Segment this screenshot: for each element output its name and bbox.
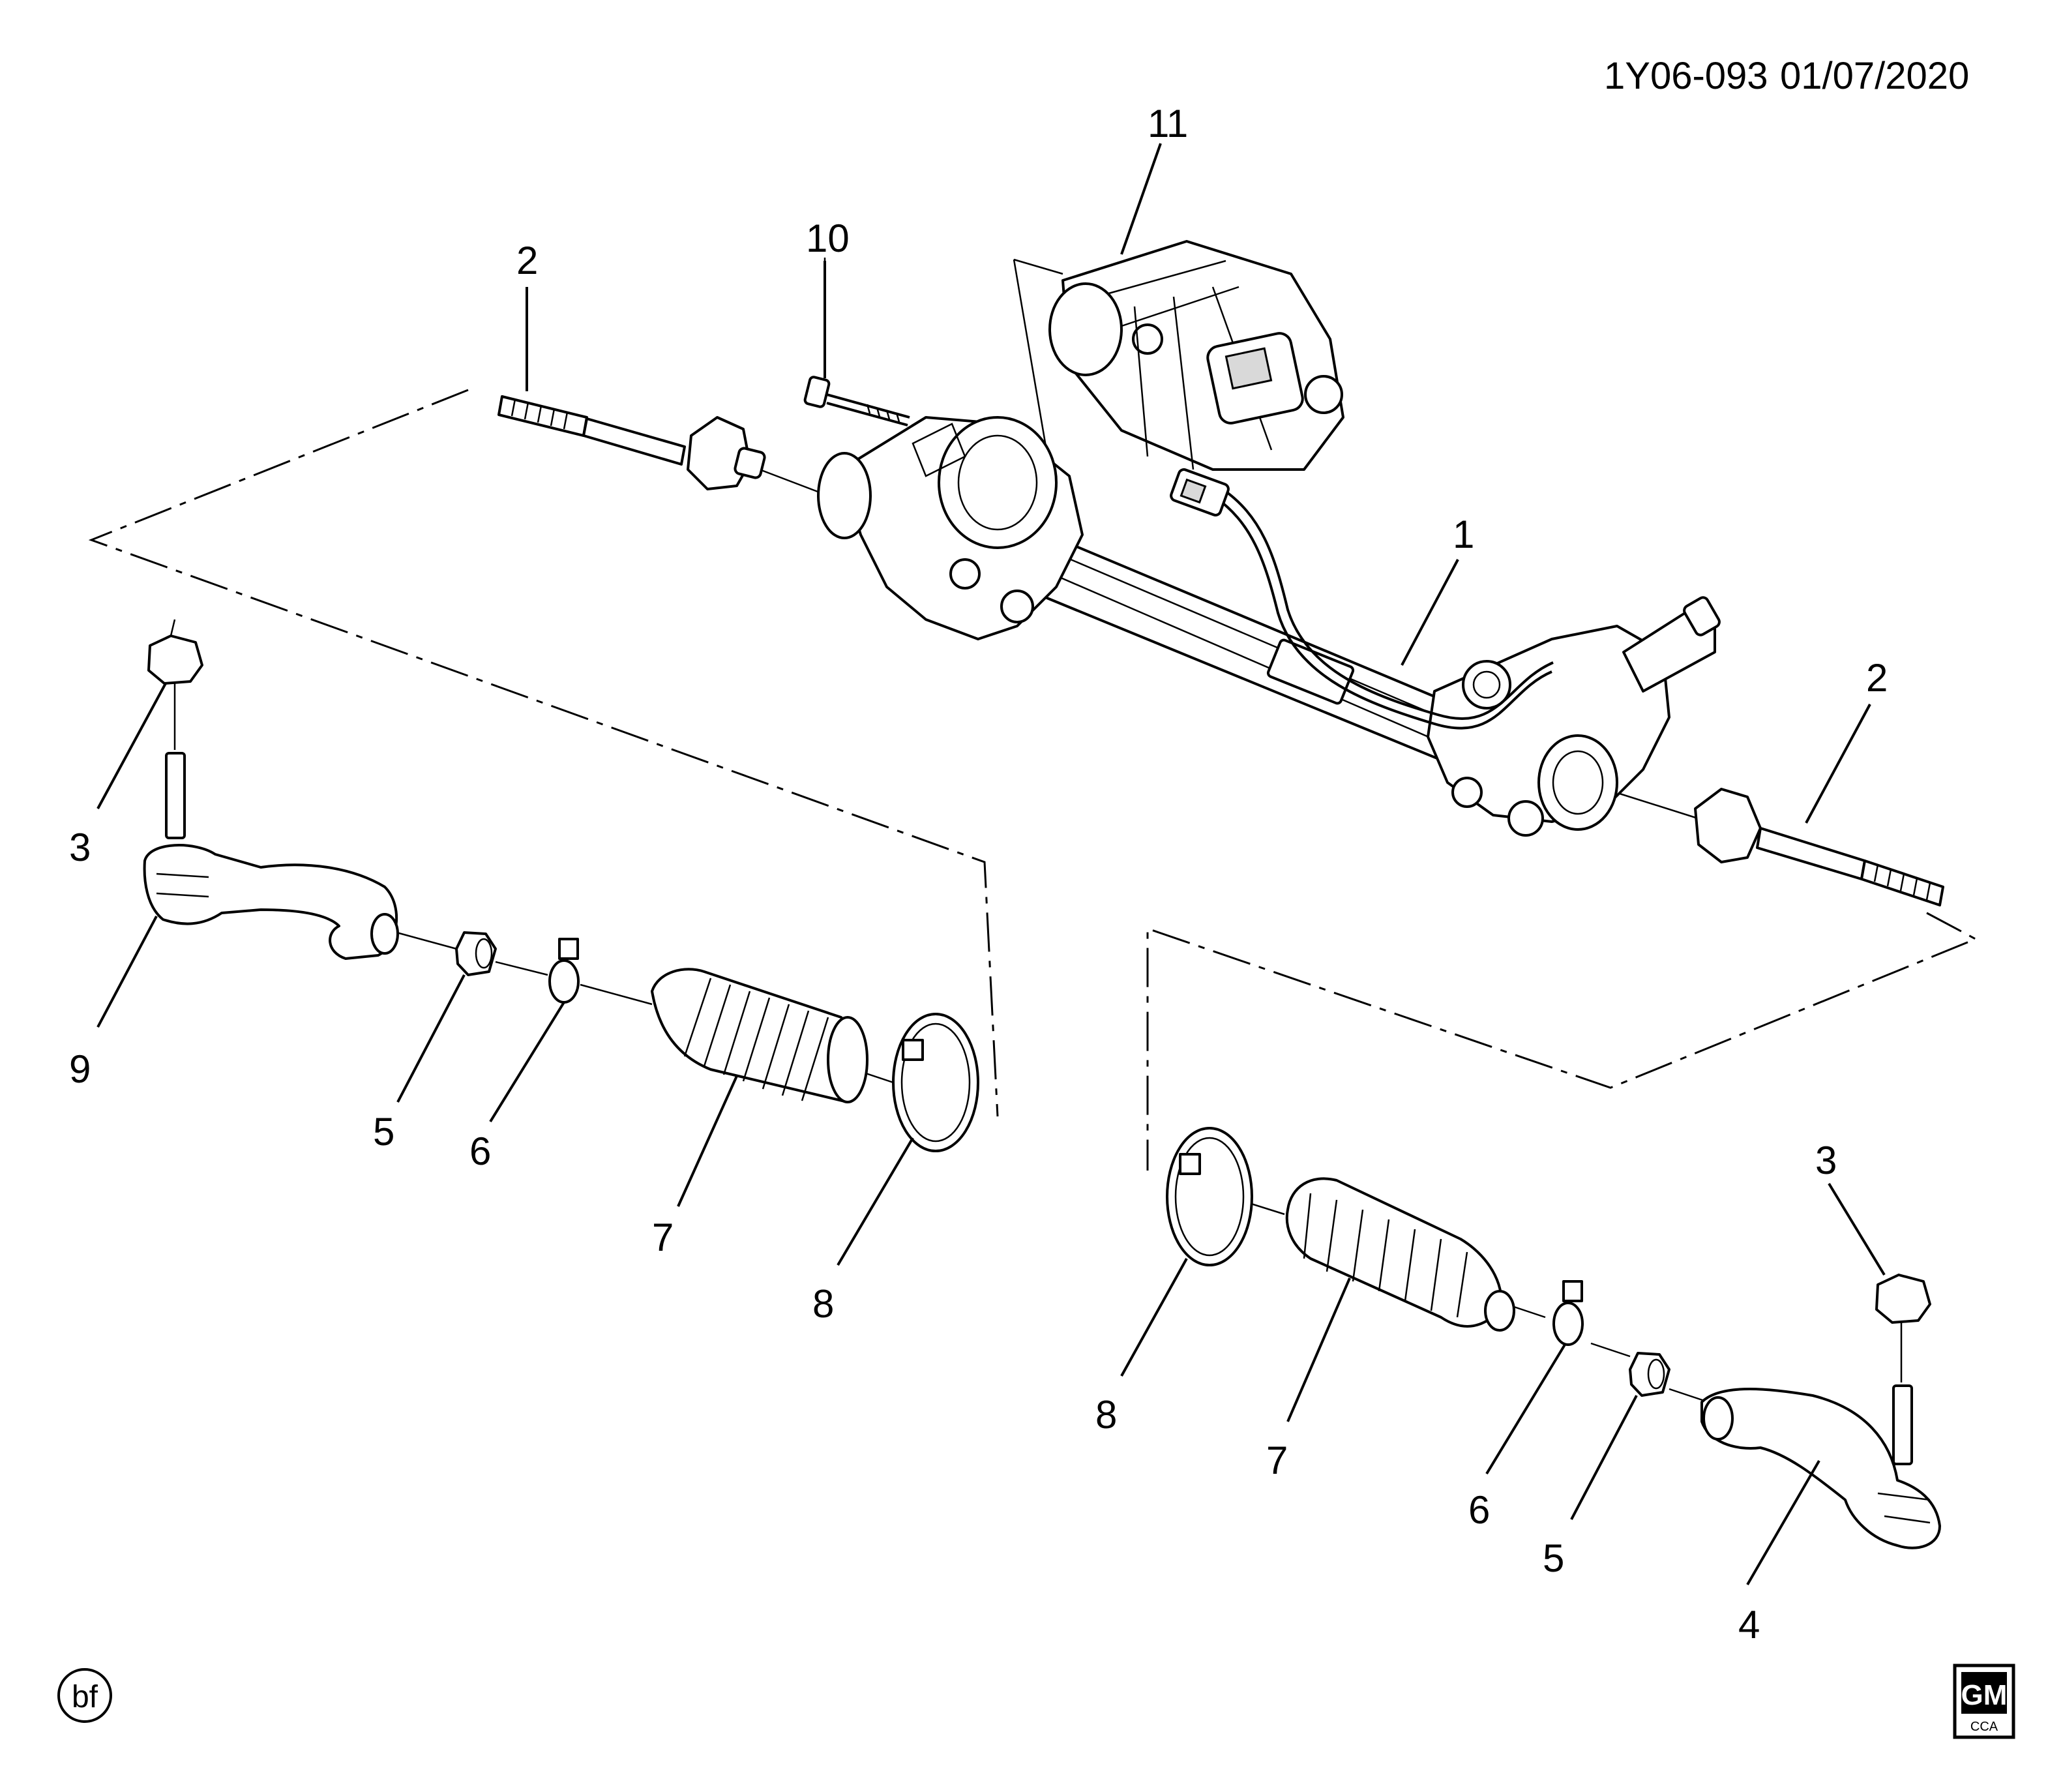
callout-8-right: 8	[1095, 1393, 1117, 1437]
boot-clamp-small-left	[548, 938, 580, 1004]
callout-2-left: 2	[516, 239, 538, 282]
jam-nut-right	[1629, 1352, 1670, 1397]
diagram-date: 01/07/2020	[1780, 55, 1969, 97]
mounting-bolt	[803, 376, 910, 426]
left-assembly-outline	[88, 389, 999, 1117]
steering-gear-boot-right	[1285, 1177, 1515, 1332]
artist-initials-badge: bf	[57, 1668, 112, 1723]
assembly-axis-lines	[173, 258, 1903, 1403]
callout-4: 4	[1738, 1603, 1760, 1647]
callout-6-right: 6	[1468, 1488, 1490, 1532]
callout-8-left: 8	[812, 1282, 834, 1326]
tie-rod-end-nut-left	[147, 619, 203, 685]
callout-2-right: 2	[1866, 656, 1888, 700]
callout-5-left: 5	[373, 1110, 394, 1154]
gm-logo-text: GM	[1961, 1679, 2008, 1711]
callout-1: 1	[1453, 513, 1474, 556]
diagram-code: 1Y06-093	[1604, 55, 1768, 97]
inner-tie-rod-left	[497, 395, 766, 490]
artist-initials: bf	[72, 1680, 98, 1714]
outer-tie-rod-end-right	[1700, 1384, 1941, 1549]
callout-6-left: 6	[469, 1129, 491, 1173]
callout-3-right: 3	[1815, 1139, 1837, 1182]
boot-clamp-small-right	[1552, 1280, 1584, 1346]
tie-rod-end-nut-right	[1875, 1274, 1931, 1324]
callout-7-left: 7	[652, 1216, 674, 1259]
callout-7-right: 7	[1266, 1439, 1288, 1482]
callout-11: 11	[1148, 102, 1188, 145]
callout-numbers: 1 2 2 3 3 4 5 5 6 6 7 7 8 8 9 10 11	[69, 102, 1888, 1647]
gm-logo-subtext: CCA	[1970, 1720, 1998, 1734]
boot-clamp-large-right	[1166, 1127, 1253, 1266]
inner-tie-rod-right	[1694, 788, 1944, 906]
steering-gear-boot-left	[651, 968, 868, 1103]
motor-mount-reference	[1013, 258, 1063, 470]
steering-gear-assembly	[817, 416, 1721, 837]
callout-9: 9	[69, 1047, 91, 1091]
power-steering-motor	[1048, 240, 1344, 471]
callout-3-left: 3	[69, 826, 91, 869]
outer-tie-rod-end-left	[143, 752, 399, 960]
boot-clamp-large-left	[892, 1013, 979, 1152]
jam-nut-left	[455, 931, 497, 976]
right-assembly-outline	[1146, 912, 1978, 1171]
callout-leaders	[96, 143, 1886, 1586]
callout-5-right: 5	[1543, 1536, 1564, 1580]
gm-logo: GM CCA	[1953, 1664, 2015, 1739]
callout-10: 10	[806, 217, 850, 260]
